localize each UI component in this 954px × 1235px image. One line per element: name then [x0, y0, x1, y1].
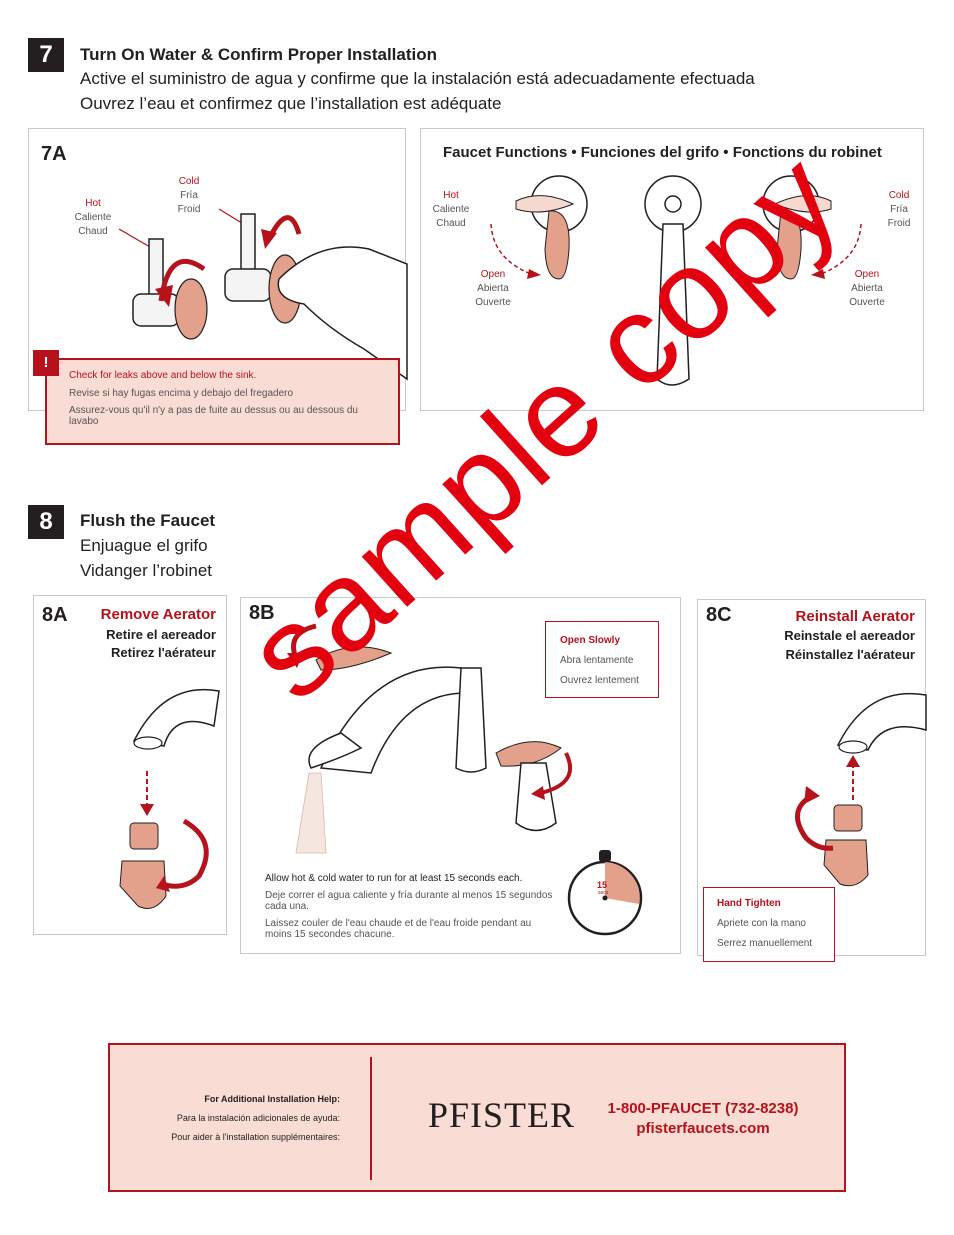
help-label-en: For Additional Installation Help:	[204, 1094, 340, 1104]
flush-text-fr: Laissez couler de l'eau chaude et de l'e…	[265, 918, 532, 940]
panel-8b-label: 8B	[249, 602, 275, 624]
shutoff-valves-illustration	[118, 208, 408, 381]
step-7-title-es: Active el suministro de agua y confirme …	[80, 69, 755, 88]
flush-text-es: Deje correr el agua caliente y fría dura…	[265, 890, 553, 912]
help-label-fr: Pour aider à l'installation supplémentai…	[171, 1132, 340, 1142]
hand-tighten-fr: Serrez manuellement	[717, 938, 813, 949]
panel-8c-label: 8C	[706, 604, 732, 626]
pfister-logo: PFISTER	[428, 1095, 576, 1135]
step-8-title-fr: Vidanger l’robinet	[80, 561, 212, 580]
step-8-number: 8	[28, 505, 64, 539]
panel-8a: 8A Remove Aerator Retire el aereador Ret…	[33, 595, 227, 935]
open-slowly-callout: Open Slowly Abra lentamente Ouvrez lente…	[545, 621, 659, 698]
phone-number[interactable]: 1-800-PFAUCET (732-8238)	[607, 1100, 799, 1117]
leak-warning-es: Revise si hay fugas encima y debajo del …	[69, 388, 294, 399]
hand-tighten-es: Apriete con la mano	[717, 918, 806, 929]
flush-text-en: Allow hot & cold water to run for at lea…	[265, 873, 523, 884]
cold-label-functions: Cold Fría Froid	[887, 190, 911, 229]
panel-8c-title-en: Reinstall Aerator	[795, 608, 915, 625]
open-slowly-es: Abra lentamente	[560, 655, 634, 666]
leak-warning-fr: Assurez-vous qu'il n'y a pas de fuite au…	[69, 405, 358, 427]
open-label-right: Open Abierta Ouverte	[849, 269, 885, 308]
step-8-title-es: Enjuague el grifo	[80, 536, 208, 555]
website-link[interactable]: pfisterfaucets.com	[636, 1120, 770, 1137]
step-7-title-fr: Ouvrez l’eau et confirmez que l’installa…	[80, 94, 502, 113]
open-label-left: Open Abierta Ouverte	[475, 269, 511, 308]
cold-label-7a: Cold Fría Froid	[177, 176, 201, 215]
step-8-title-en: Flush the Faucet	[80, 511, 216, 530]
warning-icon: !	[33, 350, 59, 376]
panel-8c-title-es: Reinstale el aereador	[784, 628, 915, 643]
hand-tighten-en: Hand Tighten	[717, 898, 781, 909]
footer-divider	[370, 1057, 372, 1180]
open-slowly-fr: Ouvrez lentement	[560, 675, 639, 686]
panel-7a-label: 7A	[41, 143, 67, 165]
remove-aerator-illustration	[119, 688, 220, 909]
flush-faucet-illustration	[287, 623, 643, 936]
open-slowly-en: Open Slowly	[560, 635, 621, 646]
panel-8a-title-es: Retire el aereador	[106, 627, 216, 642]
panel-8a-label: 8A	[42, 604, 68, 626]
faucet-functions-title: Faucet Functions • Funciones del grifo •…	[443, 144, 882, 161]
hot-label-7a: Hot Caliente Chaud	[74, 198, 112, 237]
panel-faucet-functions: Faucet Functions • Funciones del grifo •…	[420, 128, 924, 411]
panel-8a-title-fr: Retirez l'aérateur	[111, 645, 216, 660]
help-label-es: Para la instalación adicionales de ayuda…	[176, 1113, 340, 1123]
step-7-title-en: Turn On Water & Confirm Proper Installat…	[80, 45, 438, 64]
leak-warning-box: Check for leaks above and below the sink…	[45, 358, 400, 445]
step-7-number: 7	[28, 38, 64, 72]
faucet-functions-illustration	[490, 175, 862, 386]
hot-label-functions: Hot Caliente Chaud	[432, 190, 470, 229]
help-footer: For Additional Installation Help: Para l…	[108, 1043, 846, 1192]
timer-value: 15	[597, 880, 608, 890]
reinstall-aerator-illustration	[795, 692, 927, 887]
panel-8a-title-en: Remove Aerator	[100, 606, 216, 623]
timer-unit: secs	[598, 890, 609, 896]
hand-tighten-callout: Hand Tighten Apriete con la mano Serrez …	[703, 887, 835, 962]
panel-8c-title-fr: Réinstallez l'aérateur	[785, 647, 915, 662]
leak-warning-en: Check for leaks above and below the sink…	[69, 370, 257, 381]
